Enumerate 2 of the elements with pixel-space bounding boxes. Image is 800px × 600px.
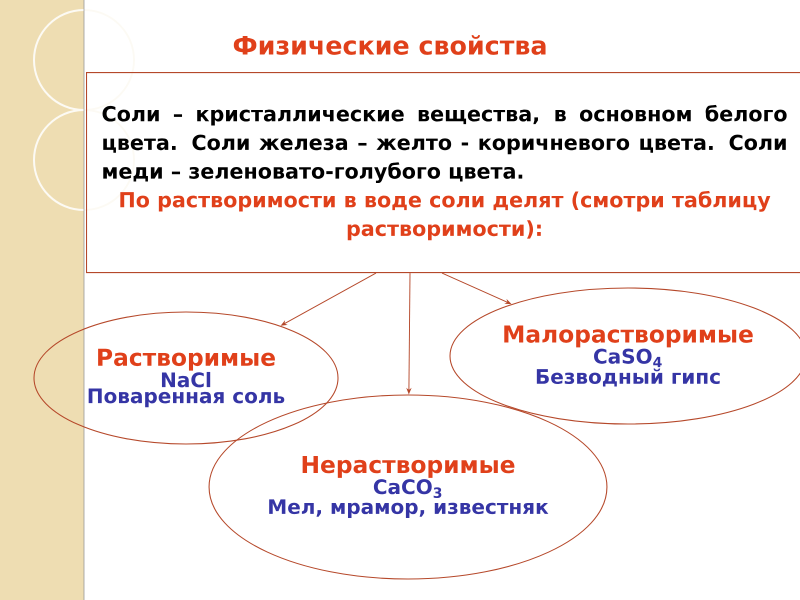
text-box: Соли – кристаллические вещества, в основном белого цвета. Соли железа – желто - коричневого цвета. Соли меди – зеленовато-голубого цвета. По растворимости в воде соли делят (смотри таблицу растворимости): xyxy=(86,72,800,274)
title: Физические свойства xyxy=(234,35,546,55)
